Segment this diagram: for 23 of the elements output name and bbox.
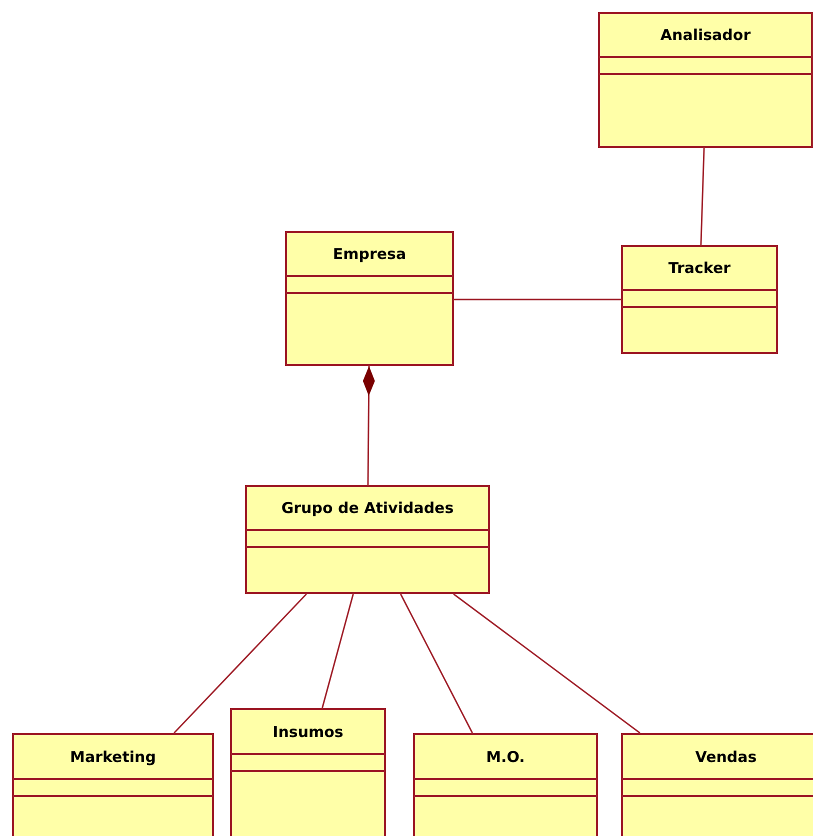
association-line [454, 298, 621, 300]
class-box [230, 708, 386, 836]
class-box [621, 733, 813, 836]
class-box [413, 733, 598, 836]
association-line [700, 148, 705, 246]
association-line [453, 593, 640, 734]
class-box [12, 733, 214, 836]
class-name: Vendas [695, 748, 757, 766]
class-name: M.O. [486, 748, 525, 766]
class-name: Marketing [70, 748, 156, 766]
class-name: Empresa [332, 245, 406, 263]
association-line [322, 594, 354, 708]
composition-line [362, 366, 375, 485]
class-name: Tracker [668, 259, 731, 277]
class-box [285, 231, 454, 366]
class-name: Grupo de Atividades [281, 499, 454, 517]
class-name: Analisador [660, 26, 751, 44]
class-box [245, 485, 490, 594]
association-line [400, 594, 474, 734]
class-name: Insumos [272, 722, 344, 740]
class-box [598, 12, 813, 148]
association-line [174, 593, 307, 734]
class-box [621, 245, 778, 354]
